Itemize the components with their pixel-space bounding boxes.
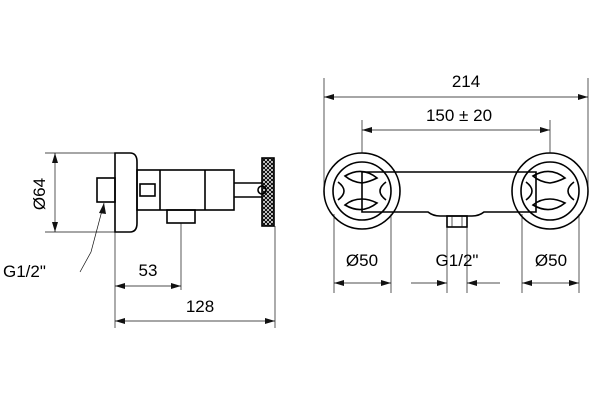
side-thread-label: G1/2"	[3, 262, 46, 281]
right-escutcheon	[511, 152, 589, 230]
side-escutcheon	[114, 152, 138, 233]
centers-label: 150 ± 20	[426, 106, 492, 125]
front-view: 214 150 ± 20 Ø50 G1/2" Ø50	[323, 72, 589, 293]
overall-label: 214	[452, 72, 480, 91]
right-escutcheon-label: Ø50	[535, 251, 567, 270]
left-escutcheon-label: Ø50	[346, 251, 378, 270]
side-outlet	[166, 209, 196, 224]
front-valve-body	[361, 171, 537, 217]
front-outlet	[446, 215, 468, 228]
height-label: Ø64	[30, 178, 49, 210]
side-view: Ø64 G1/2" 53 128	[3, 152, 276, 328]
depth-label: 128	[186, 297, 214, 316]
side-handwheel	[261, 157, 275, 227]
offset-label: 53	[139, 261, 158, 280]
outlet-label: G1/2"	[436, 251, 479, 270]
side-nipple	[96, 177, 116, 203]
side-valve-body	[136, 169, 235, 211]
